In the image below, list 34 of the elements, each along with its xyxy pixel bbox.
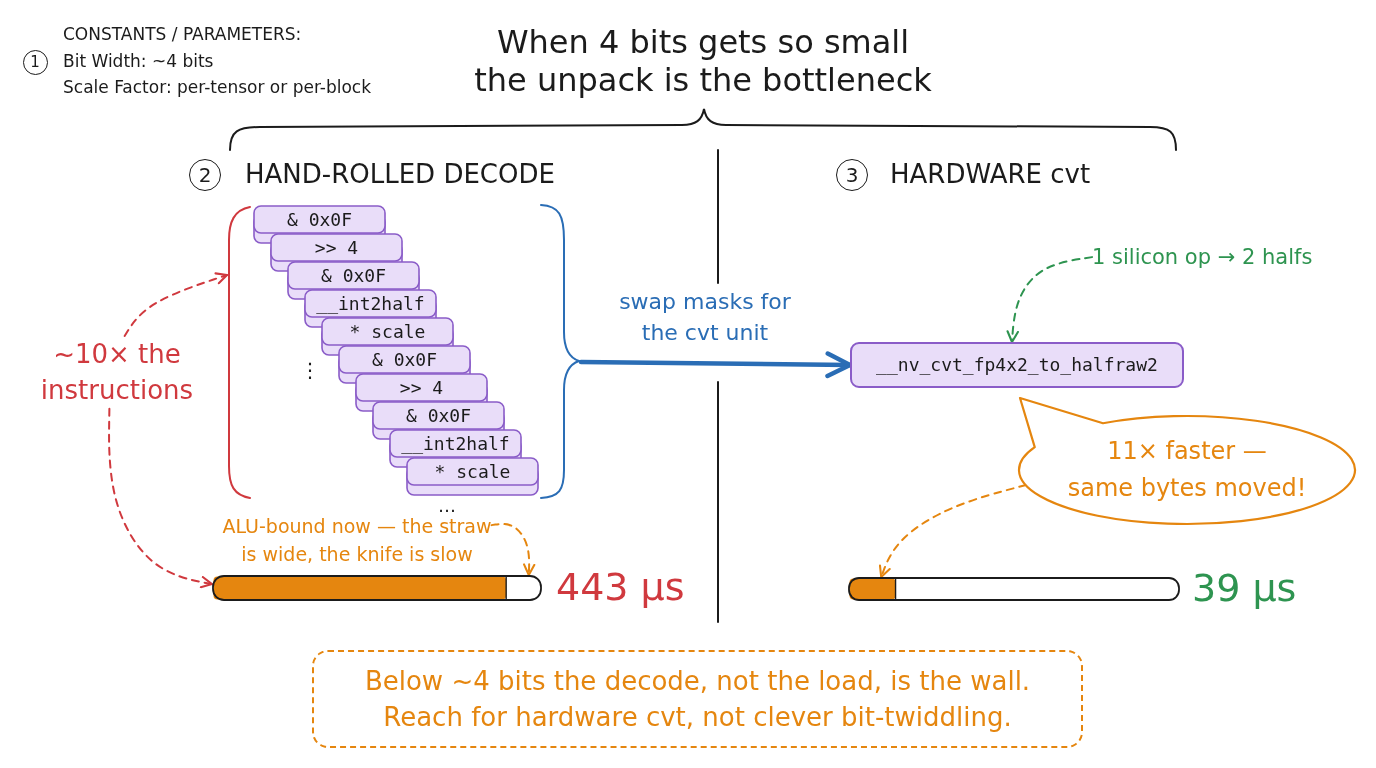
dashed-arrow bbox=[1006, 256, 1093, 344]
instruction-label: & 0x0F bbox=[321, 264, 386, 287]
ellipsis-mark: ⋮ bbox=[300, 358, 320, 382]
annotation-text: 1 silicon op → 2 halfs bbox=[1092, 244, 1313, 271]
duration-label: 443 µs bbox=[556, 566, 685, 610]
instruction-label: & 0x0F bbox=[406, 404, 471, 427]
section-heading: HAND-ROLLED DECODE bbox=[245, 159, 555, 191]
dashed-arrow bbox=[878, 484, 1028, 579]
section-heading: HARDWARE cvt bbox=[890, 159, 1091, 191]
progress-bar bbox=[212, 575, 542, 601]
instruction-label: >> 4 bbox=[399, 376, 444, 399]
duration-label: 39 µs bbox=[1192, 567, 1297, 611]
instruction-label: * scale bbox=[434, 460, 511, 483]
function-label: __nv_cvt_fp4x2_to_halfraw2 bbox=[876, 354, 1158, 376]
dashed-arrow bbox=[123, 272, 229, 337]
function-box bbox=[850, 342, 1184, 388]
instruction-label: & 0x0F bbox=[287, 208, 352, 231]
note-text: Below ~4 bits the decode, not the load, is the wall. Reach for hardware cvt, not clever bit-twiddling. bbox=[364, 664, 1031, 734]
instruction-card bbox=[406, 457, 539, 496]
parameter-text: Scale Factor: per-tensor or per-block bbox=[63, 77, 372, 98]
instruction-label: >> 4 bbox=[314, 236, 359, 259]
diagram-title: When 4 bits gets so small the unpack is the bottleneck bbox=[474, 23, 932, 100]
dashed-arrow bbox=[108, 407, 214, 589]
instruction-label: __int2half bbox=[316, 292, 425, 315]
note-box bbox=[312, 650, 1083, 748]
bubble-text: 11× faster — same bytes moved! bbox=[1067, 435, 1307, 504]
annotation-text: ~10× the instructions bbox=[40, 336, 194, 409]
dashed-arrow bbox=[490, 523, 536, 577]
instruction-label: & 0x0F bbox=[372, 348, 437, 371]
progress-bar bbox=[848, 577, 1180, 601]
parameter-text: Bit Width: ~4 bits bbox=[63, 51, 214, 72]
instruction-label: * scale bbox=[349, 320, 426, 343]
instruction-label: __int2half bbox=[401, 432, 510, 455]
parameter-heading: CONSTANTS / PARAMETERS: bbox=[63, 24, 302, 45]
